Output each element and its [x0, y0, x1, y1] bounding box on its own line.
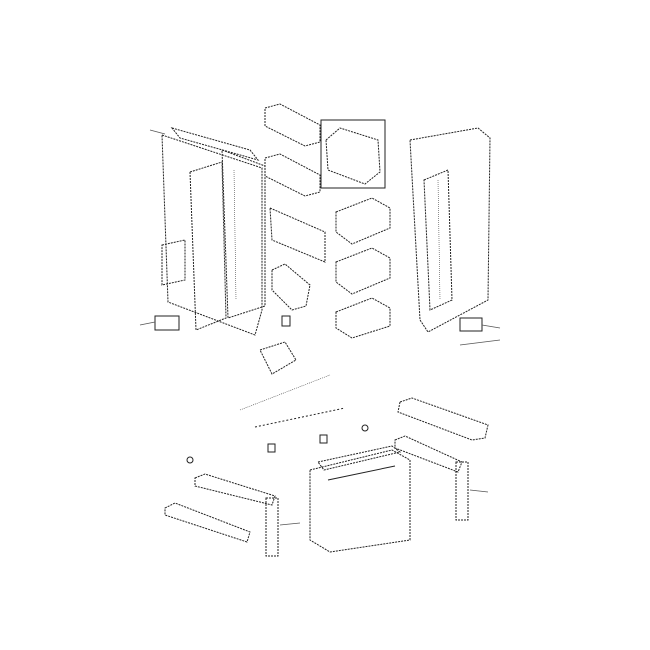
right-door-assembly: [409, 127, 501, 346]
drawer-handle: [317, 445, 402, 471]
right-door-liner-edge: [437, 179, 441, 301]
right-door-outer-panel: [409, 127, 491, 333]
right-door-control-part: [459, 317, 483, 332]
callout-line: [481, 324, 501, 329]
small-bracket: [281, 315, 291, 327]
door-bin: [335, 297, 391, 339]
left-door-top-cap: [170, 127, 260, 161]
left-door-control-part: [154, 315, 180, 331]
door-bin: [264, 153, 321, 197]
left-door-liner: [221, 149, 266, 319]
left-door-label-plate: [161, 239, 186, 286]
screw: [361, 424, 369, 432]
drawer-assembly: [164, 397, 489, 557]
middle-parts: [239, 207, 346, 428]
left-door-outer-panel: [161, 134, 263, 336]
rod-part: [239, 374, 331, 411]
door-bins-upper: [264, 103, 386, 197]
callout-line: [149, 129, 166, 135]
callout-line: [279, 522, 301, 526]
rod-part: [254, 407, 346, 428]
hinge-assembly: [259, 341, 297, 375]
drawer-rail-left-upper: [194, 473, 276, 506]
door-bins-right: [335, 197, 391, 339]
callout-line: [139, 321, 156, 326]
door-cover-panel: [269, 207, 326, 263]
inset-bin-detail: [325, 127, 381, 185]
drawer-bracket-right: [455, 461, 469, 521]
drawer-bracket-left: [265, 497, 279, 557]
screw: [186, 456, 194, 464]
left-door-liner-edge: [233, 169, 237, 301]
detail-inset-box: [320, 119, 386, 189]
right-door-gasket: [423, 169, 453, 311]
callout-line: [459, 339, 501, 346]
callout-line: [469, 489, 489, 493]
drawer-trim: [327, 465, 396, 481]
left-door-assembly: [139, 127, 266, 336]
clip: [267, 443, 276, 453]
drawer-rail-upper: [397, 397, 489, 441]
door-bin: [335, 197, 391, 245]
door-bin: [335, 247, 391, 295]
drawer-rail-right: [394, 435, 463, 473]
door-bin: [264, 103, 321, 147]
drawer-front: [309, 449, 411, 553]
clip: [319, 434, 328, 444]
dispenser-housing: [271, 263, 311, 311]
left-door-gasket: [189, 161, 227, 331]
drawer-rail-left-lower: [164, 502, 251, 543]
